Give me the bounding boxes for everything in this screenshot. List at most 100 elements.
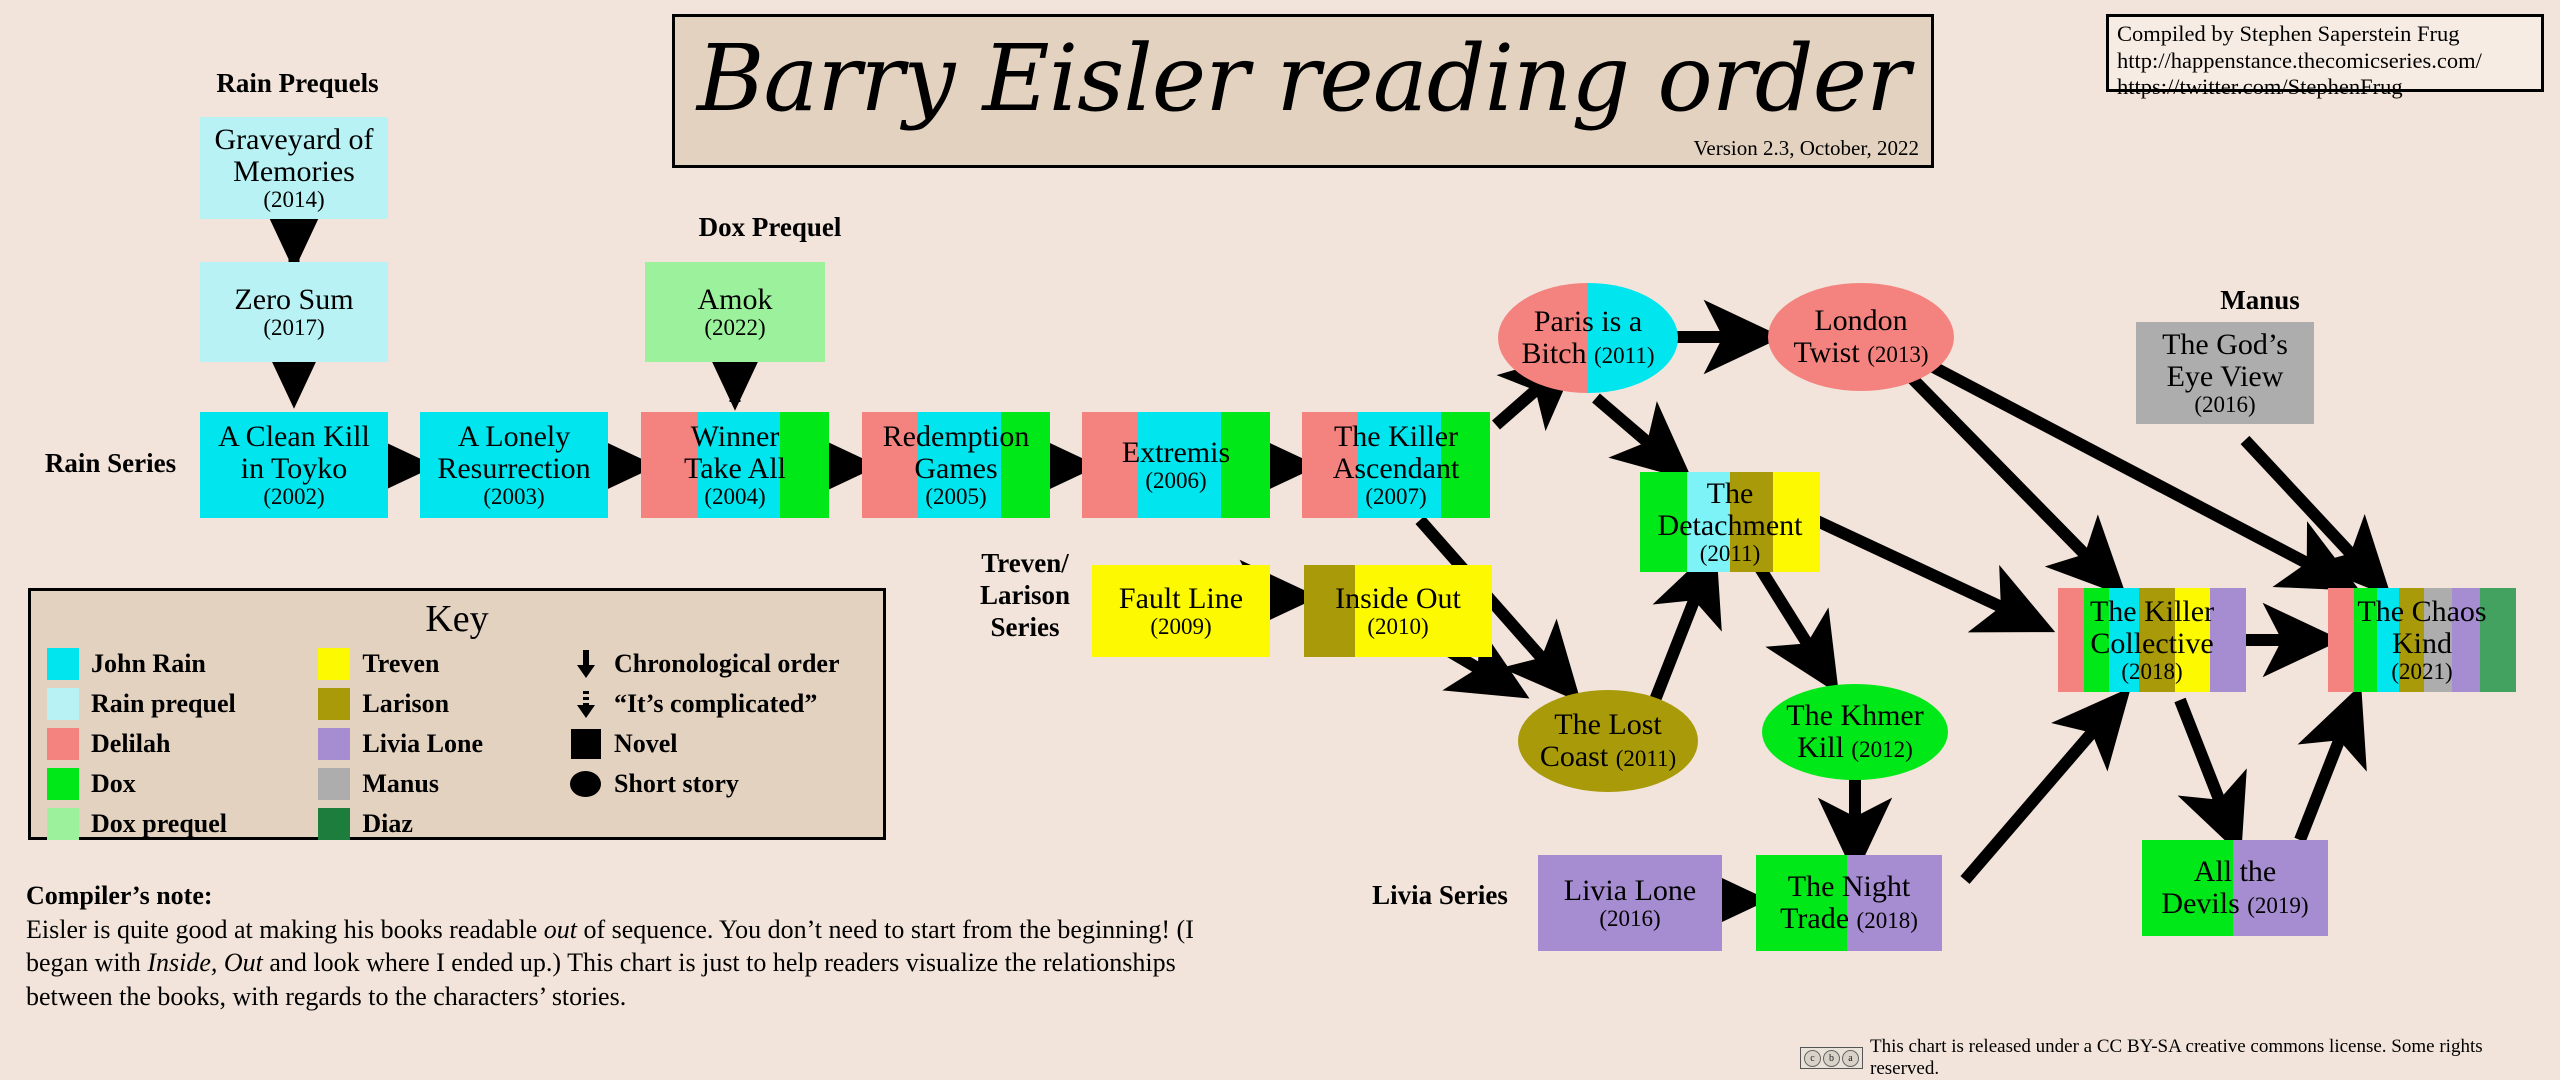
node-stripes	[2328, 588, 2516, 692]
node-paris-is-a-bitch[interactable]: Paris is a Bitch (2011)	[1498, 283, 1678, 393]
node-fault-line[interactable]: Fault Line (2009)	[1092, 565, 1270, 657]
node-london-twist[interactable]: London Twist (2013)	[1768, 283, 1954, 391]
node-label: A Lonely Resurrection (2003)	[420, 421, 608, 509]
node-label: The Chaos Kind (2021)	[2328, 596, 2516, 684]
node-title-line2: Devils	[2161, 887, 2240, 920]
node-title-line1: Livia Lone	[1563, 873, 1697, 907]
node-winner-take-all[interactable]: Winner Take All (2004)	[641, 412, 829, 518]
note-emphasis-out: out	[543, 914, 577, 944]
node-title-line1: The Khmer	[1786, 699, 1924, 733]
node-stripes	[1092, 565, 1270, 657]
node-title-line2: Ascendant	[1332, 451, 1460, 485]
key-label-rain-prequel: Rain prequel	[91, 688, 236, 718]
node-title-line1: All the	[2193, 855, 2277, 889]
node-year: (2018)	[2121, 658, 2183, 684]
key-label-john-rain: John Rain	[91, 648, 206, 678]
node-the-killer-ascendant[interactable]: The Killer Ascendant (2007)	[1302, 412, 1490, 518]
node-stripes	[1304, 565, 1492, 657]
node-label: Fault Line (2009)	[1092, 583, 1270, 639]
credits-website[interactable]: http://happenstance.thecomicseries.com/	[2117, 47, 2482, 73]
node-all-the-devils[interactable]: All the Devils (2019)	[2142, 840, 2328, 936]
node-a-clean-kill-in-toyko[interactable]: A Clean Kill in Toyko (2002)	[200, 412, 388, 518]
node-label: The Lost Coast (2011)	[1518, 709, 1698, 773]
node-year: (2003)	[483, 483, 545, 509]
node-label: Extremis (2006)	[1082, 437, 1270, 493]
key-column-characters-2: Treven Larison Livia Lone Manus Diaz	[318, 645, 564, 842]
key-legend-box: Key John Rain Rain prequel Delilah Dox	[28, 588, 886, 840]
key-row-dox-prequel: Dox prequel	[47, 805, 312, 842]
node-the-killer-collective[interactable]: The Killer Collective (2018)	[2058, 588, 2246, 692]
node-the-khmer-kill[interactable]: The Khmer Kill (2012)	[1762, 684, 1948, 780]
note-emphasis-inside-out: Inside, Out	[147, 948, 263, 978]
node-label: Graveyard of Memories (2014)	[200, 124, 388, 212]
node-the-lost-coast[interactable]: The Lost Coast (2011)	[1518, 690, 1698, 792]
key-label-larison: Larison	[362, 688, 450, 718]
node-label: The Killer Ascendant (2007)	[1302, 421, 1490, 509]
note-text-2: of sequence. You don’t need to start fro…	[26, 914, 1194, 978]
node-the-detachment[interactable]: The Detachment (2011)	[1640, 472, 1820, 572]
swatch-livia-lone	[318, 727, 351, 760]
node-title-line1: The Killer	[2089, 595, 2215, 629]
node-title-line2: Kind	[2392, 626, 2452, 660]
node-graveyard-of-memories[interactable]: Graveyard of Memories (2014)	[200, 117, 388, 219]
node-the-chaos-kind[interactable]: The Chaos Kind (2021)	[2328, 588, 2516, 692]
node-label: The Night Trade (2018)	[1756, 871, 1942, 935]
node-year: (2017)	[263, 314, 325, 340]
node-title-line1: The	[1706, 477, 1754, 511]
key-column-characters-1: John Rain Rain prequel Delilah Dox Dox p…	[47, 645, 312, 842]
node-title-line1: The Killer	[1333, 420, 1459, 454]
label-dox-prequel: Dox Prequel	[698, 212, 842, 242]
node-title-line2: Coast	[1539, 740, 1609, 773]
key-label-short-story: Short story	[613, 768, 739, 798]
key-row-dox: Dox	[47, 765, 312, 802]
node-label: The Khmer Kill (2012)	[1762, 700, 1948, 764]
swatch-dox	[47, 767, 79, 800]
node-stripes	[1082, 412, 1270, 518]
node-year: (2016)	[1599, 905, 1661, 931]
node-zero-sum[interactable]: Zero Sum (2017)	[200, 262, 388, 362]
node-amok[interactable]: Amok (2022)	[645, 262, 825, 362]
node-a-lonely-resurrection[interactable]: A Lonely Resurrection (2003)	[420, 412, 608, 518]
node-title-line1: Inside Out	[1335, 581, 1461, 615]
node-stripes	[200, 117, 388, 219]
key-label-novel: Novel	[613, 728, 678, 758]
key-label-diaz: Diaz	[362, 808, 413, 838]
node-title-line2: Collective	[2090, 626, 2214, 660]
credits-twitter[interactable]: https://twitter.com/StephenFrug	[2117, 74, 2403, 100]
node-title-line1: Graveyard of	[214, 123, 374, 157]
node-year: (2013)	[1867, 342, 1929, 367]
node-livia-lone[interactable]: Livia Lone (2016)	[1538, 855, 1722, 951]
key-label-treven: Treven	[362, 648, 440, 678]
license-text: This chart is released under a CC BY-SA …	[1870, 1036, 2483, 1079]
node-inside-out[interactable]: Inside Out (2010)	[1304, 565, 1492, 657]
node-year: (2006)	[1145, 467, 1207, 493]
node-title-line2: Twist	[1793, 336, 1860, 369]
key-label-livia-lone: Livia Lone	[362, 728, 484, 758]
node-the-gods-eye-view[interactable]: The God’s Eye View (2016)	[2136, 322, 2314, 424]
node-stripes	[1768, 283, 1954, 391]
node-title-line1: The Chaos	[2357, 595, 2487, 629]
node-year: (2018)	[1856, 908, 1918, 933]
key-row-chronological-order: Chronological order	[570, 645, 867, 682]
key-row-john-rain: John Rain	[47, 645, 312, 682]
note-text-1: Eisler is quite good at making his books…	[26, 914, 544, 944]
node-title-line2: Games	[914, 451, 998, 485]
node-title-line1: The God’s	[2162, 328, 2288, 362]
node-title-line1: Paris is a	[1533, 305, 1643, 339]
node-label: London Twist (2013)	[1768, 305, 1954, 369]
node-stripes	[1762, 684, 1948, 780]
swatch-rain-prequel	[47, 687, 79, 720]
node-label: Winner Take All (2004)	[641, 421, 829, 509]
node-title-line2: Trade	[1780, 902, 1850, 935]
node-year: (2005)	[925, 483, 987, 509]
note-text-3: and look where I ended up.) This chart i…	[26, 948, 1176, 1012]
swatch-manus	[318, 767, 351, 800]
node-redemption-games[interactable]: Redemption Games (2005)	[862, 412, 1050, 518]
node-extremis[interactable]: Extremis (2006)	[1082, 412, 1270, 518]
node-the-night-trade[interactable]: The Night Trade (2018)	[1756, 855, 1942, 951]
node-year: (2002)	[263, 483, 325, 509]
node-stripes	[1302, 412, 1490, 518]
page-title: Barry Eisler reading order	[696, 25, 1910, 132]
